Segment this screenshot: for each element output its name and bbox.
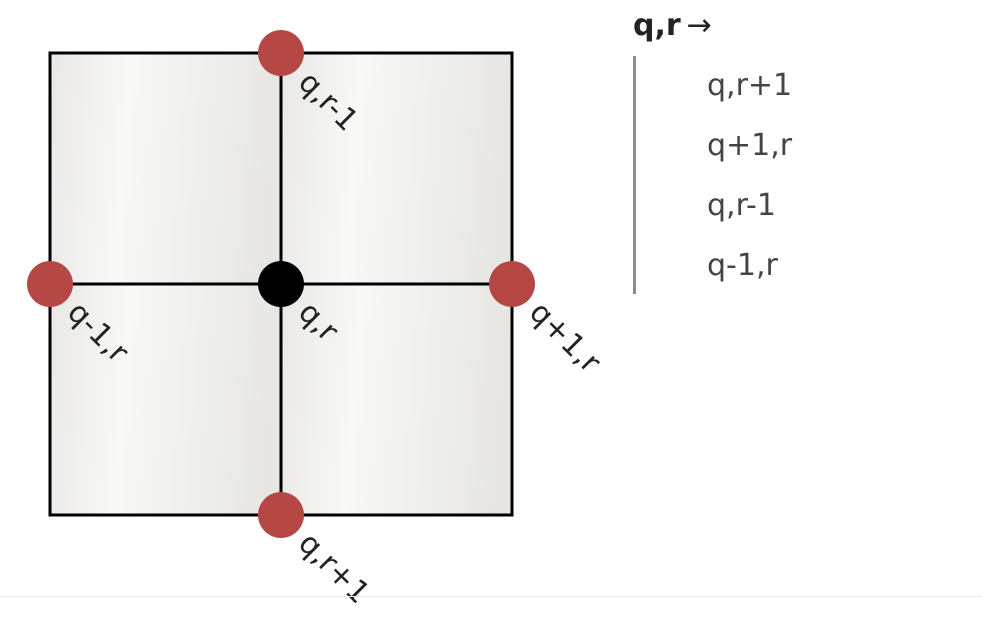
neighbor-label-bottom: q,r+1 <box>291 526 376 611</box>
grid-cell-bottom-right <box>281 284 512 515</box>
right-arrow-icon: → <box>686 8 712 43</box>
grid-cell-top-right <box>281 53 512 284</box>
neighbor-node-top <box>258 30 304 76</box>
list-item: q,r+1 <box>707 68 793 103</box>
neighbor-label-right: q+1,r <box>522 295 607 380</box>
divider <box>0 596 982 597</box>
center-node <box>258 261 304 307</box>
list-item: q-1,r <box>707 248 778 283</box>
neighbor-panel: q,r→ q,r+1 q+1,r q,r-1 q-1,r <box>633 8 963 294</box>
grid-cell-bottom-left <box>50 284 281 515</box>
list-item: q,r-1 <box>707 188 776 223</box>
neighbor-node-right <box>489 261 535 307</box>
panel-title: q,r→ <box>633 8 963 44</box>
grid-cell-top-left <box>50 53 281 284</box>
panel-title-node: q,r <box>633 8 681 43</box>
neighbor-node-left <box>27 261 73 307</box>
neighbor-list: q,r+1 q+1,r q,r-1 q-1,r <box>633 56 936 294</box>
list-item: q+1,r <box>707 128 793 163</box>
neighbor-node-bottom <box>258 492 304 538</box>
grid-diagram: q,r-1 q,r q-1,r q+1,r q,r+1 <box>27 30 608 611</box>
